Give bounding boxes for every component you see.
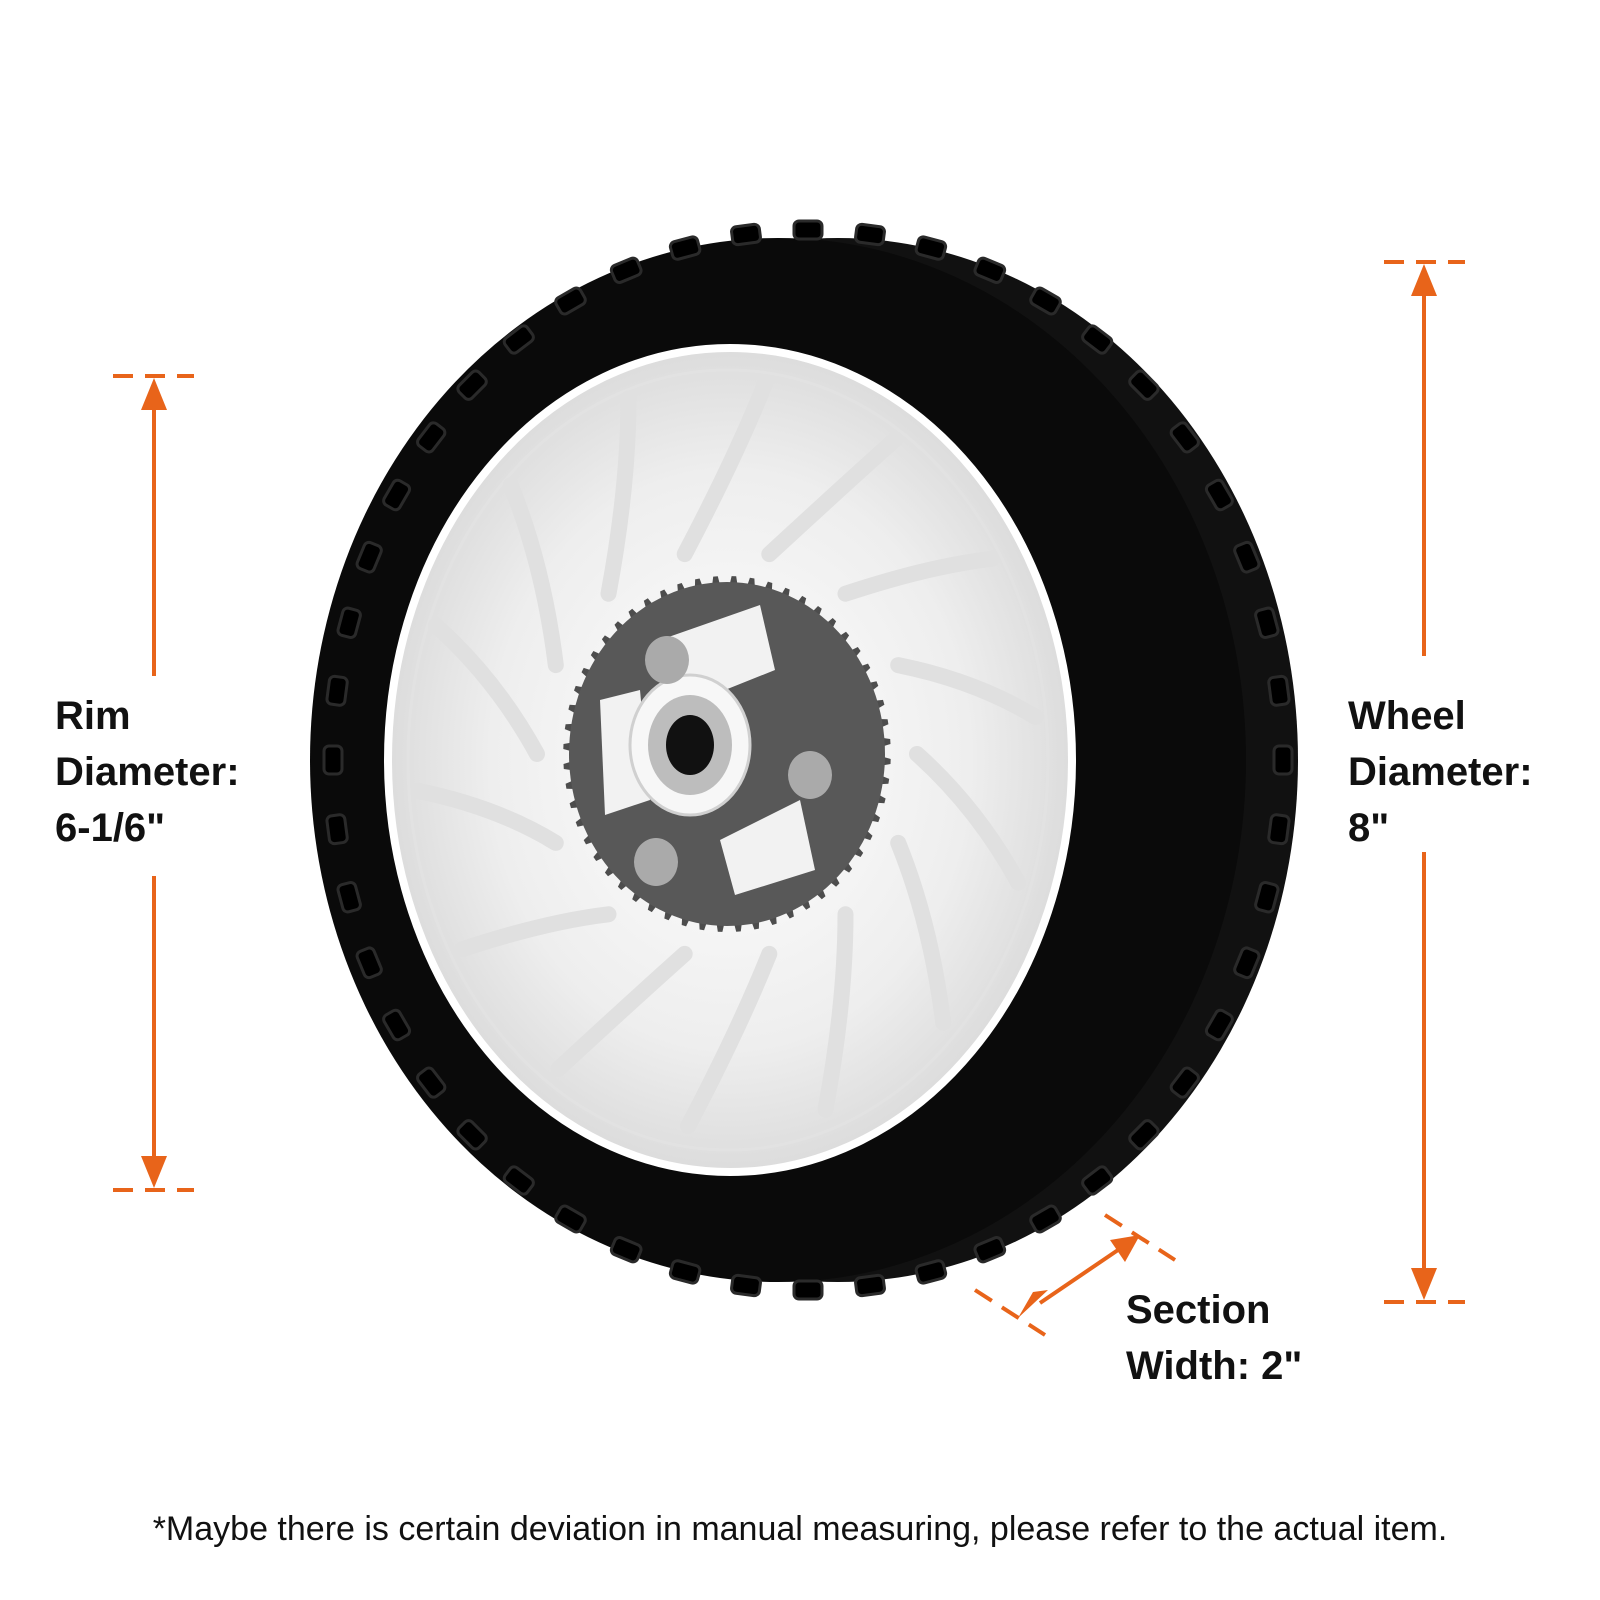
- tread-lug: [325, 813, 349, 846]
- tread-lug: [355, 946, 383, 980]
- tread-lug: [355, 540, 383, 574]
- rim-spoke: [817, 906, 854, 1118]
- tread-lug: [668, 1259, 702, 1285]
- section-width-marker: [973, 1213, 1177, 1337]
- arrow-up-icon: [1110, 1235, 1140, 1262]
- rim-spoke: [550, 945, 693, 1077]
- rim-spoke: [909, 746, 1027, 891]
- rim-spoke: [454, 906, 617, 958]
- tread-lug: [322, 744, 344, 776]
- rim-label-line2: Diameter:: [55, 750, 240, 794]
- tread-lug: [668, 235, 702, 261]
- tread-lug: [730, 222, 762, 247]
- bolt: [788, 751, 832, 799]
- tread-lug: [1128, 369, 1160, 401]
- section-width-label: Section Width: 2": [1126, 1282, 1302, 1394]
- wheel-diameter-label: Wheel Diameter: 8": [1348, 688, 1533, 856]
- wheel-label-line2: Diameter:: [1348, 750, 1533, 794]
- section-label-line2: Width: 2": [1126, 1344, 1303, 1388]
- tread-lug: [554, 286, 587, 316]
- bolt: [634, 838, 678, 886]
- tread-lug: [1128, 1119, 1160, 1151]
- tread-lug: [456, 1119, 488, 1151]
- tread-lug: [1254, 606, 1280, 640]
- arrow-up-icon: [141, 378, 167, 410]
- rim-diameter-marker: [113, 374, 194, 1192]
- tread-lug: [416, 421, 447, 454]
- tread-lug: [854, 222, 886, 247]
- tread-lug: [1272, 744, 1294, 776]
- wheel-diameter-marker: [1384, 260, 1465, 1304]
- tire-tread: [322, 219, 1294, 1301]
- bolt: [645, 636, 689, 684]
- rim-spoke: [410, 783, 564, 851]
- wheel-diameter-value: 8": [1348, 806, 1390, 850]
- rim-inner-ring: [406, 368, 1050, 1152]
- tread-lug: [382, 478, 412, 512]
- tread-lug: [502, 324, 535, 355]
- rim-diameter-label: Rim Diameter: 6-1/6": [55, 688, 240, 856]
- wheel: [310, 219, 1298, 1301]
- tread-lug: [1169, 1066, 1200, 1099]
- tread-lug: [914, 1259, 948, 1285]
- axle-hole: [666, 715, 714, 775]
- tread-lug: [1169, 421, 1200, 454]
- tread-lug: [1267, 674, 1291, 707]
- gear: [563, 576, 891, 932]
- tread-lug: [1204, 1008, 1234, 1042]
- tread-lug: [973, 1236, 1007, 1264]
- tread-lug: [325, 674, 349, 707]
- rim-spoke: [600, 390, 637, 602]
- arrow-up-icon: [1411, 264, 1437, 296]
- tread-lug: [973, 256, 1007, 284]
- tread-lug: [456, 369, 488, 401]
- tread-lug: [792, 219, 824, 241]
- tread-lug: [1254, 880, 1280, 914]
- section-label-line1: Section: [1126, 1288, 1271, 1332]
- tread-lug: [1233, 946, 1261, 980]
- rim-spoke: [761, 431, 904, 563]
- tread-lug: [914, 235, 948, 261]
- tread-lug: [1029, 1204, 1062, 1234]
- tread-lug: [1081, 324, 1114, 355]
- tread-lug: [416, 1066, 447, 1099]
- tread-lug: [1029, 286, 1062, 316]
- wheel-label-line1: Wheel: [1348, 694, 1466, 738]
- tread-lug: [792, 1279, 824, 1301]
- rim-spoke: [502, 477, 564, 674]
- tread-lug: [502, 1165, 535, 1196]
- rim-diameter-value: 6-1/6": [55, 806, 166, 850]
- rim-spokes: [410, 374, 1044, 1134]
- gear-cutout: [720, 800, 815, 895]
- arrow-down-icon: [1018, 1290, 1048, 1318]
- tread-lug: [854, 1273, 886, 1298]
- measurement-disclaimer: *Maybe there is certain deviation in man…: [152, 1510, 1448, 1548]
- tread-lug: [1081, 1165, 1114, 1196]
- tread-lug: [1204, 478, 1234, 512]
- rim-spoke: [676, 374, 774, 563]
- arrow-down-icon: [1411, 1268, 1437, 1300]
- rim-spoke: [680, 945, 778, 1134]
- rim-spoke: [427, 617, 545, 762]
- arrow-down-icon: [141, 1156, 167, 1188]
- tread-lug: [609, 256, 643, 284]
- rim-spoke: [890, 657, 1044, 725]
- tread-lug: [1267, 813, 1291, 846]
- tread-lug: [336, 606, 362, 640]
- rim-spoke: [890, 834, 952, 1031]
- tread-lug: [382, 1008, 412, 1042]
- tread-lug: [1233, 540, 1261, 574]
- tread-lug: [730, 1273, 762, 1298]
- tread-lug: [554, 1204, 587, 1234]
- tread-lug: [336, 880, 362, 914]
- tread-lug: [609, 1236, 643, 1264]
- rim-spoke: [837, 550, 1000, 602]
- rim-label-line1: Rim: [55, 694, 131, 738]
